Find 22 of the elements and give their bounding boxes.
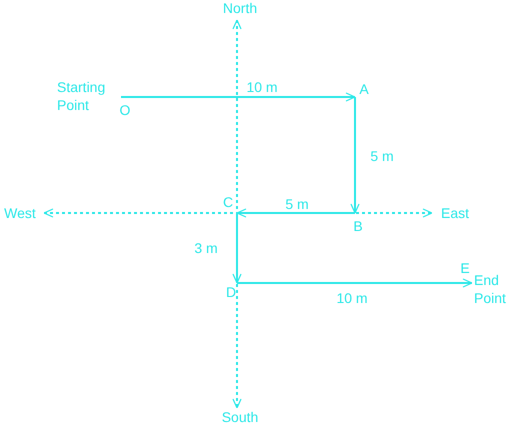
direction-label: West — [4, 206, 36, 220]
point-label: D — [226, 285, 236, 299]
direction-label: East — [441, 206, 469, 220]
edge-label: 10 m — [336, 291, 368, 305]
point-caption: End Point — [474, 271, 507, 307]
arrow — [350, 97, 360, 214]
point-caption: Starting Point — [57, 78, 106, 114]
point-label: O — [120, 103, 130, 117]
arrow — [121, 92, 356, 102]
point-label: C — [222, 195, 234, 209]
arrow — [237, 278, 473, 288]
edge-label: 5 m — [370, 149, 394, 163]
point-label: A — [359, 82, 369, 96]
direction-label: North — [222, 1, 258, 15]
arrow — [236, 208, 355, 218]
point-label: E — [460, 261, 470, 275]
point-label: B — [353, 219, 363, 233]
direction-label: South — [222, 410, 258, 424]
edge-label: 3 m — [194, 241, 218, 255]
arrow — [232, 213, 242, 284]
edge-label: 10 m — [246, 80, 278, 94]
edge-label: 5 m — [285, 197, 309, 211]
